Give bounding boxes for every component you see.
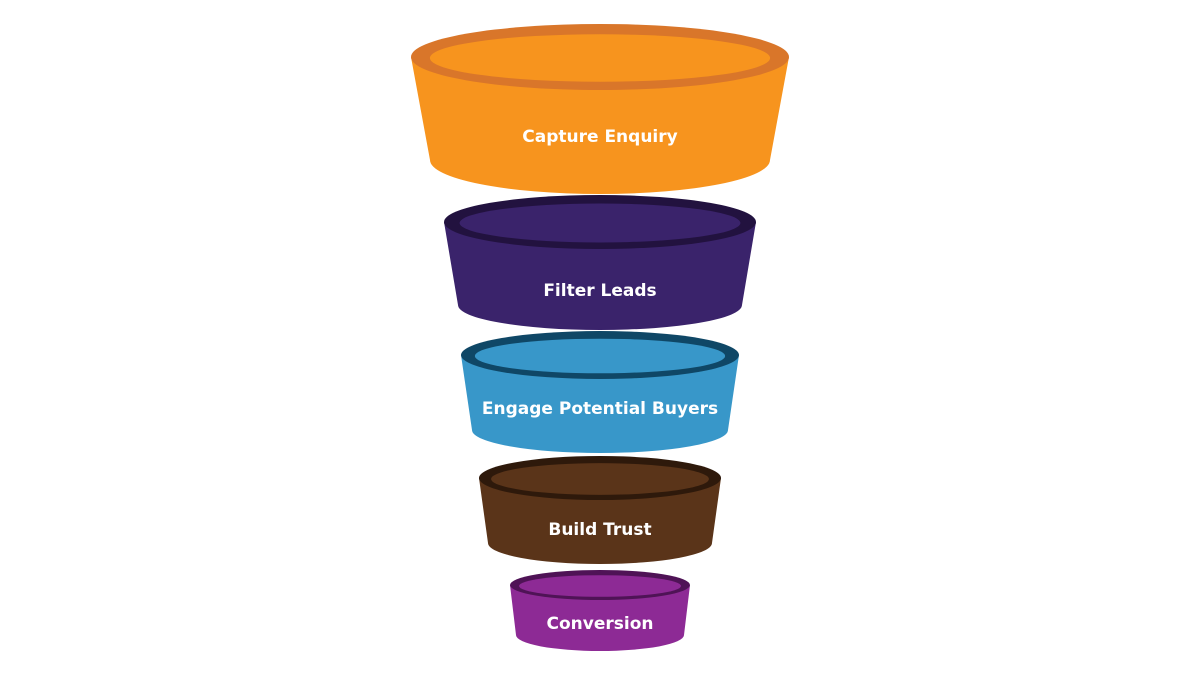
stage-rim-inner [429, 34, 771, 82]
funnel-stage-build-trust: Build Trust [479, 456, 721, 564]
funnel-stage-filter-leads: Filter Leads [444, 195, 756, 330]
stage-label: Conversion [547, 614, 654, 634]
funnel-stage-conversion: Conversion [510, 570, 690, 651]
stage-rim-inner [474, 338, 726, 374]
stage-body [444, 222, 756, 330]
stage-label: Capture Enquiry [522, 127, 677, 147]
funnel-stage-engage-potential-buyers: Engage Potential Buyers [461, 331, 739, 453]
stage-rim-inner [459, 203, 741, 243]
stage-body [479, 478, 721, 564]
stage-rim-inner [519, 575, 681, 597]
stage-body [411, 57, 789, 194]
stage-label: Build Trust [548, 520, 651, 540]
stage-label: Filter Leads [543, 281, 656, 301]
stage-rim-inner [491, 463, 709, 495]
stage-body [510, 585, 690, 651]
funnel-stage-capture-enquiry: Capture Enquiry [411, 24, 789, 194]
stage-body [461, 355, 739, 453]
stage-label: Engage Potential Buyers [482, 399, 718, 419]
